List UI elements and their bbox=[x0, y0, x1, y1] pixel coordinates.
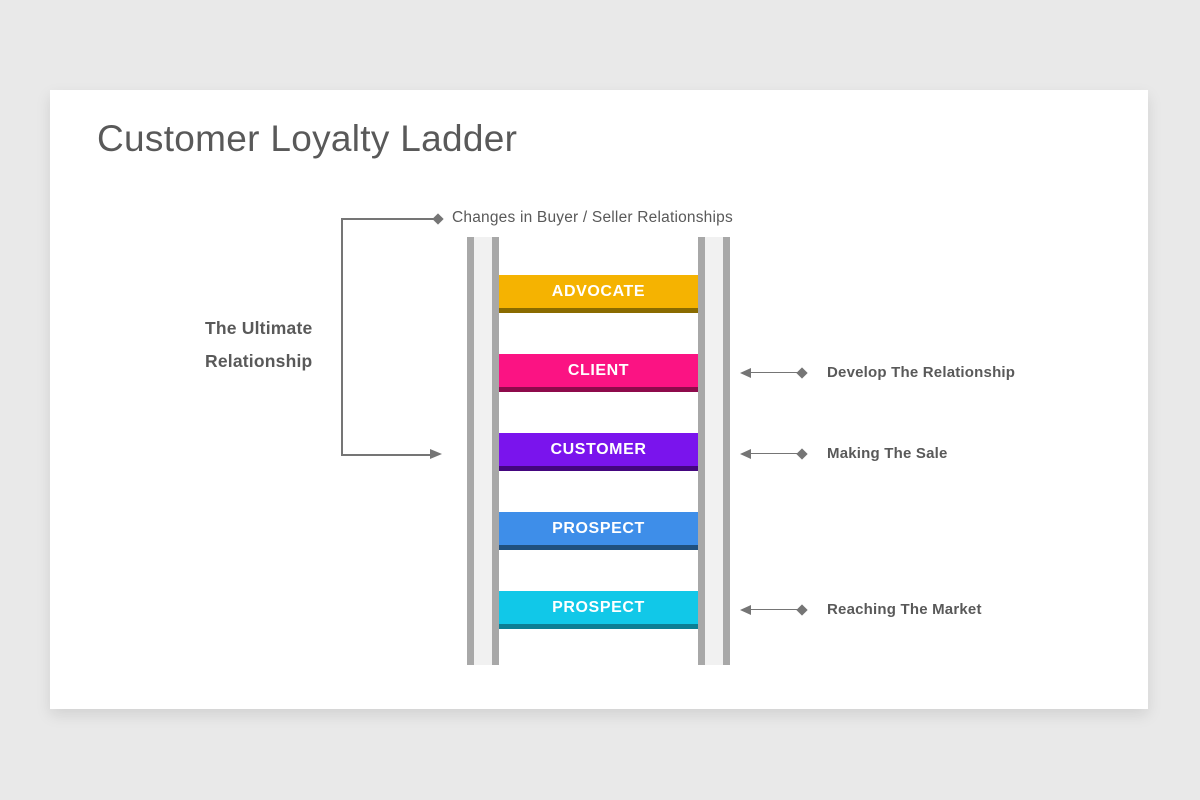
left-annotation-line2: Relationship bbox=[205, 351, 313, 371]
rung-label: CUSTOMER bbox=[550, 440, 647, 458]
arrow-shaft bbox=[751, 371, 798, 374]
rung-label: CLIENT bbox=[567, 361, 630, 379]
slide: Customer Loyalty Ladder Changes in Buyer… bbox=[50, 90, 1148, 709]
arrow-shaft bbox=[751, 452, 798, 455]
rung-prospect-upper: PROSPECT bbox=[499, 512, 698, 550]
rung-customer: CUSTOMER bbox=[499, 433, 698, 471]
bracket-bottom-line bbox=[341, 454, 432, 456]
rail-edge bbox=[723, 237, 730, 665]
left-annotation-line1: The Ultimate bbox=[205, 318, 313, 338]
right-annotation-develop: Develop The Relationship bbox=[827, 364, 1016, 381]
left-annotation: The Ultimate Relationship bbox=[205, 312, 312, 378]
ladder-rail-left bbox=[467, 237, 499, 665]
arrowhead-right-icon bbox=[430, 449, 442, 459]
rung-label: PROSPECT bbox=[552, 598, 645, 616]
double-arrow-icon bbox=[740, 603, 808, 616]
rail-mid bbox=[474, 237, 492, 665]
arrowhead-left-icon bbox=[740, 448, 751, 459]
rail-edge bbox=[698, 237, 705, 665]
rung-advocate: ADVOCATE bbox=[499, 275, 698, 313]
diamond-arrowhead-icon bbox=[796, 603, 808, 616]
diamond-arrowhead-icon bbox=[796, 366, 808, 379]
rail-mid bbox=[705, 237, 723, 665]
rung-label: ADVOCATE bbox=[551, 282, 646, 300]
rung-prospect-lower: PROSPECT bbox=[499, 591, 698, 629]
top-annotation: Changes in Buyer / Seller Relationships bbox=[452, 209, 733, 226]
double-arrow-icon bbox=[740, 366, 808, 379]
ladder-rail-right bbox=[698, 237, 730, 665]
arrow-shaft bbox=[751, 608, 798, 611]
rail-edge bbox=[492, 237, 499, 665]
rung-label: PROSPECT bbox=[552, 519, 645, 537]
diamond-arrowhead-icon bbox=[432, 213, 444, 225]
right-annotation-market: Reaching The Market bbox=[827, 601, 982, 618]
bracket-vertical-line bbox=[341, 218, 343, 455]
arrowhead-left-icon bbox=[740, 367, 751, 378]
arrowhead-left-icon bbox=[740, 604, 751, 615]
right-annotation-sale: Making The Sale bbox=[827, 445, 948, 462]
diamond-arrowhead-icon bbox=[796, 447, 808, 460]
rail-edge bbox=[467, 237, 474, 665]
slide-title: Customer Loyalty Ladder bbox=[97, 118, 518, 159]
rung-client: CLIENT bbox=[499, 354, 698, 392]
double-arrow-icon bbox=[740, 447, 808, 460]
bracket-top-line bbox=[341, 218, 434, 220]
